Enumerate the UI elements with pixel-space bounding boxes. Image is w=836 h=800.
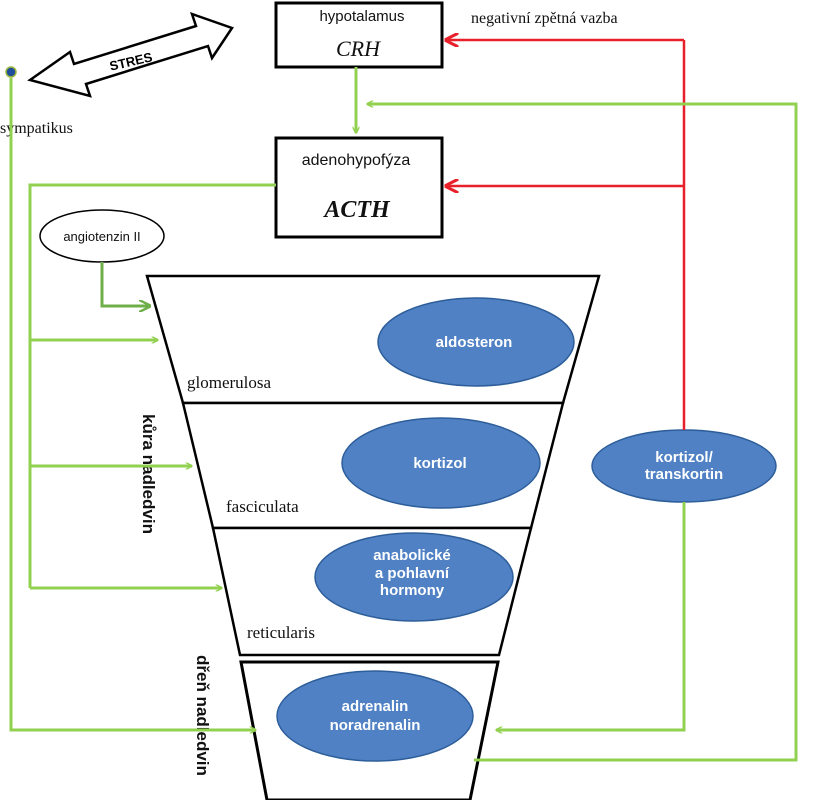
adenohypophysis-title: adenohypofýza [302,152,411,169]
cortisol-ellipse [341,417,541,509]
zone-reticularis-label: reticularis [247,623,315,642]
sex-hormones-line-2: a pohlavní [375,565,450,582]
feedback-label: negativní zpětná vazba [471,10,618,27]
transcortin-line-1: kortizol/ [655,449,713,466]
cortisol-label: kortizol [413,455,466,472]
medulla-hormones-line-2: noradrenalin [330,717,421,734]
aldosterone-ellipse [377,297,575,387]
transcortin-line-2: transkortin [645,466,723,483]
angiotensin-arrow [100,262,150,306]
sympathetic-node-icon [5,66,17,78]
angiotensin-label: angiotenzin II [63,229,140,244]
cortex-label: kůra nadledvin [139,414,158,534]
sex-hormones-line-3: hormony [380,582,445,599]
medulla-label: dřeň nadledvin [193,655,212,776]
aldosterone-label: aldosteron [436,334,513,351]
sex-hormones-line-1: anabolické [373,547,451,564]
hypothalamus-title: hypotalamus [319,8,404,25]
sex-hormones-ellipse [314,532,514,622]
crh-label: CRH [336,36,381,61]
zone-glomerulosa-label: glomerulosa [187,373,271,392]
acth-label: ACTH [322,197,391,223]
sympathetic-label: sympatikus [0,120,73,137]
adenohypophysis-box [274,136,444,239]
hypothalamus-box [274,1,444,69]
stimulation-arrows [9,67,798,762]
zone-fasciculata-label: fasciculata [226,497,299,516]
medulla-hormones-ellipse [276,670,474,762]
stress-double-arrow: STRES [27,11,234,98]
medulla-hormones-line-1: adrenalin [342,698,409,715]
